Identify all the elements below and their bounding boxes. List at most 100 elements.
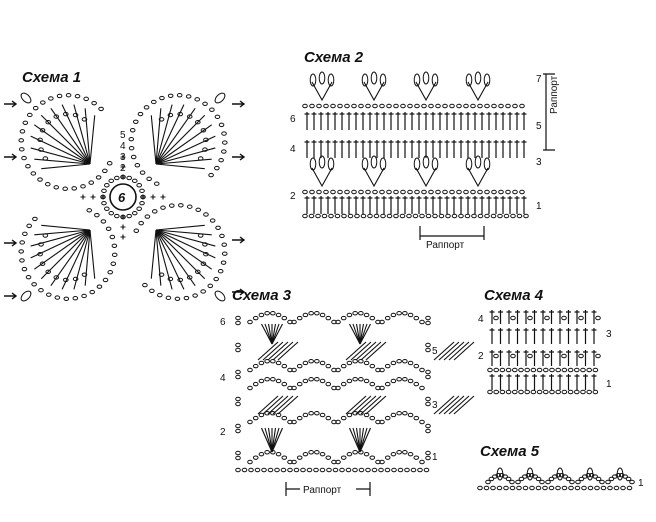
chain-stitch: [613, 485, 620, 491]
chain-stitch: [565, 476, 572, 482]
chain-stitch: [300, 467, 306, 473]
scheme4-row-2: 2: [478, 351, 484, 362]
chain-stitch: [407, 451, 414, 457]
chain-stitch: [71, 186, 78, 191]
chain-stitch: [499, 389, 506, 395]
chain-stitch: [252, 415, 259, 421]
chain-stitch: [42, 233, 49, 238]
chain-stitch: [270, 377, 276, 382]
chain-stitch: [425, 347, 431, 353]
chain-stitch: [139, 188, 145, 194]
chain-stitch: [524, 389, 531, 395]
chain-stitch: [32, 105, 39, 111]
picot-loop: [318, 71, 326, 85]
chain-stitch: [406, 213, 412, 219]
chain-stitch: [267, 467, 274, 473]
chain-stitch: [111, 243, 118, 248]
chain-stitch: [105, 226, 112, 231]
chain-stitch: [331, 459, 337, 465]
chain-stitch: [325, 415, 332, 421]
chain-stitch: [62, 186, 68, 191]
chain-stitch: [218, 157, 224, 163]
chain-stitch: [544, 315, 550, 321]
scheme2-rapport-brackets: [419, 73, 555, 240]
chain-stitch: [80, 184, 86, 189]
slanted-stitch: [257, 395, 279, 415]
chain-stitch: [302, 103, 308, 109]
chain-stitch: [159, 95, 165, 101]
chain-stitch: [108, 178, 115, 184]
petal-stitch: [155, 114, 206, 165]
chain-stitch: [314, 450, 320, 455]
chain-stitch: [379, 459, 385, 465]
chain-stitch: [314, 311, 320, 316]
scheme4-row-3: 3: [606, 329, 612, 340]
chain-stitch: [567, 389, 574, 395]
chain-stitch: [56, 93, 63, 99]
chain-stitch: [308, 359, 314, 364]
slanted-stitch: [350, 395, 372, 415]
chain-stitch: [608, 476, 615, 482]
chain-stitch: [235, 401, 241, 407]
chain-stitch: [372, 103, 378, 109]
chain-stitch: [510, 213, 516, 219]
chain-stitch: [209, 107, 215, 112]
chain-stitch: [302, 213, 308, 219]
arrow-icon: [232, 153, 246, 161]
chain-stitch: [26, 223, 32, 229]
chain-stitch: [102, 277, 109, 283]
arrow-icon: [232, 236, 246, 244]
v-stitch: [415, 167, 437, 188]
chain-stitch: [449, 103, 455, 109]
chain-stitch: [425, 315, 431, 321]
chain-stitch: [86, 208, 93, 213]
fan-stitch: [359, 427, 365, 453]
chain-stitch: [252, 381, 259, 387]
chain-stitch: [581, 485, 587, 491]
chain-stitch: [567, 367, 574, 373]
chain-stitch: [315, 213, 321, 219]
slanted-stitch: [272, 395, 294, 415]
chain-stitch: [270, 311, 276, 316]
slanted-stitch: [443, 395, 465, 415]
chain-stitch: [442, 103, 448, 109]
picot-loop: [474, 155, 482, 169]
scheme2-row-7: 7: [536, 74, 542, 85]
chain-stitch: [270, 411, 276, 416]
chain-stitch: [369, 381, 376, 387]
scheme2-row-4: 4: [290, 144, 296, 155]
chain-stitch: [527, 353, 533, 359]
chain-stitch: [375, 459, 381, 465]
chain-stitch: [425, 213, 432, 219]
chain-stitch: [313, 467, 319, 473]
chain-stitch: [247, 459, 253, 465]
chain-stitch: [419, 213, 425, 219]
scheme2-title: Схема 2: [304, 49, 364, 66]
chain-stitch: [425, 423, 431, 429]
chain-stitch: [421, 103, 427, 109]
chain-stitch: [605, 479, 611, 485]
chain-stitch: [456, 103, 462, 109]
chain-stitch: [516, 485, 522, 491]
arrow-icon: [4, 153, 18, 161]
scheme4-row-1: 1: [606, 379, 612, 390]
single-crochet: [100, 194, 106, 200]
chain-stitch: [309, 189, 315, 195]
scheme3-rapport-label: Раппорт: [303, 485, 342, 496]
motif-ring-label-3: 3: [120, 152, 126, 163]
chain-stitch: [493, 353, 499, 359]
chain-stitch: [490, 213, 497, 219]
chain-stitch: [168, 203, 175, 208]
chain-stitch: [54, 295, 61, 300]
slanted-stitch: [277, 341, 299, 361]
chain-stitch: [574, 485, 581, 491]
chain-stitch: [109, 234, 116, 240]
chain-stitch: [561, 367, 568, 373]
motif-arrows: [4, 100, 246, 300]
chain-stitch: [101, 200, 107, 206]
chain-stitch: [380, 213, 386, 219]
chain-stitch: [235, 320, 241, 326]
chain-stitch: [358, 311, 364, 316]
chain-stitch: [587, 485, 594, 491]
chain-stitch: [407, 189, 413, 195]
